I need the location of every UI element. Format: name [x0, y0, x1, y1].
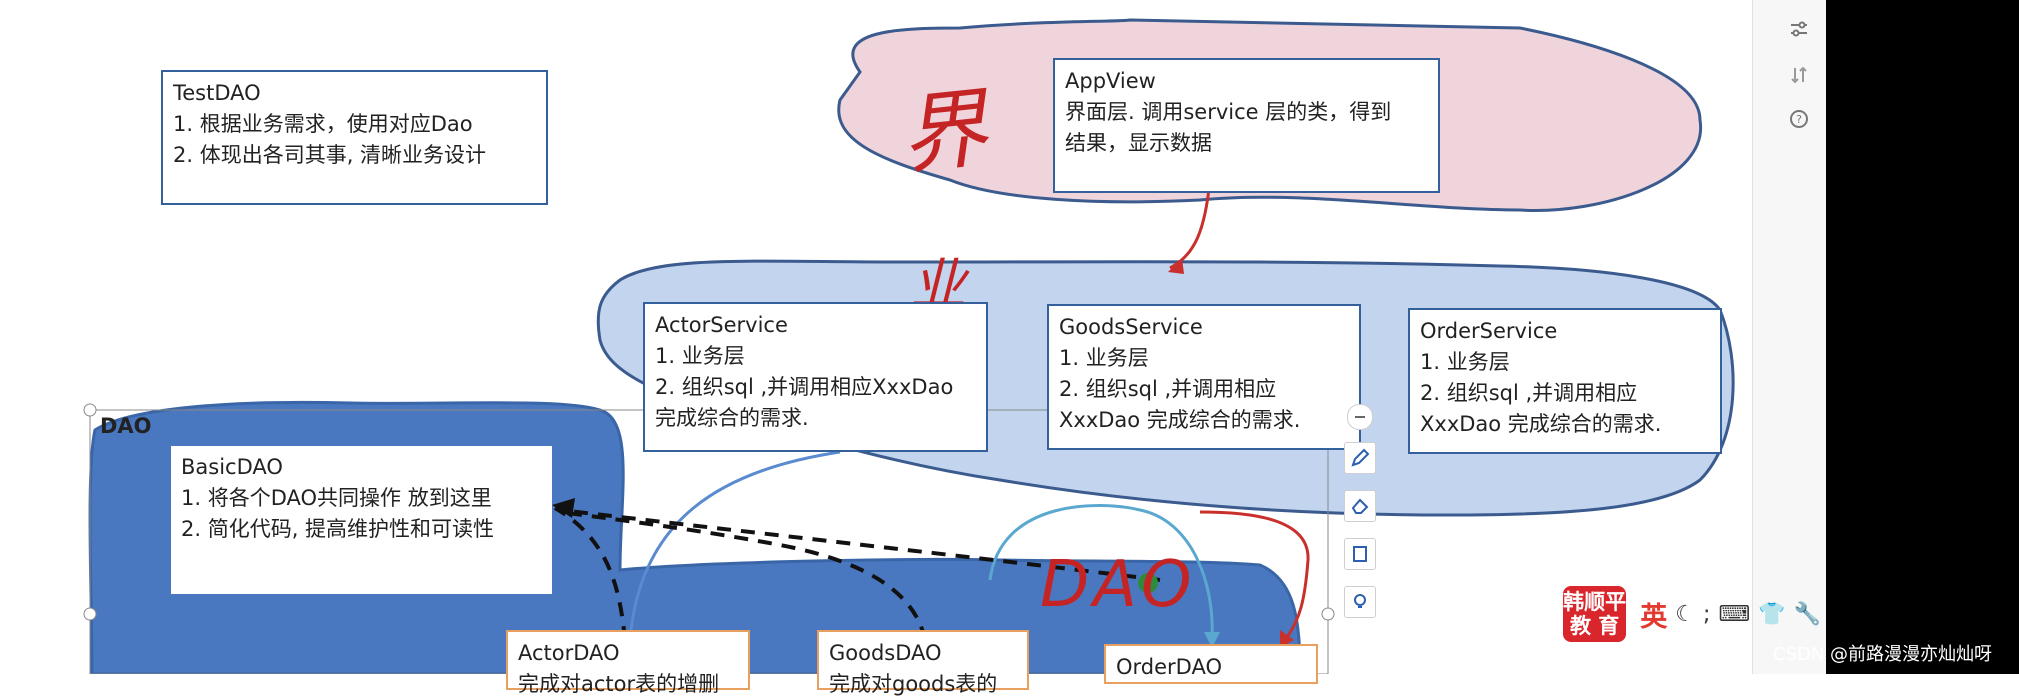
bulb-icon[interactable] [1344, 586, 1376, 618]
box-title: GoodsDAO [829, 641, 942, 665]
goodsdao-box: GoodsDAO 完成对goods表的 [817, 630, 1029, 696]
minus-icon[interactable] [1347, 404, 1373, 430]
actordao-inherit-arrow [553, 506, 627, 641]
testdao-box: TestDAO 1. 根据业务需求，使用对应Dao 2. 体现出各司其事, 清晰… [161, 70, 548, 205]
moon-icon[interactable]: ☾ [1675, 601, 1695, 627]
handwriting-dao: DAO [1040, 548, 1196, 622]
box-title: TestDAO [173, 81, 261, 105]
orderdao-box: OrderDAO [1104, 644, 1318, 684]
arrow-head [1168, 258, 1184, 274]
actorservice-box: ActorService 1. 业务层 2. 组织sql ,并调用相应XxxDa… [643, 302, 988, 452]
settings-sliders-icon[interactable] [1788, 18, 1810, 40]
frame-handle[interactable] [1321, 607, 1335, 621]
eraser-icon[interactable] [1344, 490, 1376, 522]
logo-line: 教 育 [1569, 614, 1620, 638]
actordao-box: ActorDAO 完成对actor表的增删 [506, 630, 750, 696]
shirt-icon[interactable]: 👕 [1758, 601, 1786, 627]
handwriting-view: 界 [895, 78, 992, 188]
side-panel [1752, 0, 1827, 674]
box-title: ActorDAO [518, 641, 620, 665]
pen-icon[interactable] [1344, 442, 1376, 474]
box-line: 2. 简化代码, 提高维护性和可读性 [181, 517, 495, 541]
frame-handle[interactable] [83, 607, 97, 621]
box-line: XxxDao 完成综合的需求. [1059, 408, 1301, 432]
frame-handle[interactable] [83, 403, 97, 417]
box-title: BasicDAO [181, 455, 283, 479]
goodsservice-box: GoodsService 1. 业务层 2. 组织sql ,并调用相应 XxxD… [1047, 304, 1361, 450]
diagram-canvas: 界 业 DAO TestDAO 1. 根据业务需求，使用对应Dao 2. 体现出… [83, 0, 2019, 696]
box-line: 1. 将各个DAO共同操作 放到这里 [181, 486, 492, 510]
appview-box: AppView 界面层. 调用service 层的类，得到 结果，显示数据 [1053, 58, 1440, 193]
ime-language-toggle[interactable]: 英 [1640, 601, 1668, 633]
punctuation-icon[interactable]: ; [1703, 601, 1711, 627]
box-title: AppView [1065, 69, 1156, 93]
arrow-head [552, 498, 575, 518]
box-line: 界面层. 调用service 层的类，得到 [1065, 100, 1392, 124]
ime-toolbar[interactable]: 韩顺平 教 育 英 ☾ ; ⌨ 👕 🔧 [1563, 586, 1821, 642]
box-line: 2. 体现出各司其事, 清晰业务设计 [173, 143, 487, 167]
orderdao-inherit-arrow [559, 508, 1161, 582]
dao-group-label: DAO [100, 414, 152, 438]
help-icon[interactable]: ? [1788, 108, 1810, 130]
orderservice-box: OrderService 1. 业务层 2. 组织sql ,并调用相应 XxxD… [1408, 308, 1722, 454]
box-line: 结果，显示数据 [1065, 131, 1212, 155]
box-line: 1. 根据业务需求，使用对应Dao [173, 112, 473, 136]
keyboard-icon[interactable]: ⌨ [1718, 601, 1751, 627]
logo-line: 韩顺平 [1563, 590, 1627, 614]
box-line: 1. 业务层 [1059, 346, 1149, 370]
box-title: OrderService [1420, 319, 1558, 343]
swap-icon[interactable] [1788, 64, 1810, 86]
box-line: XxxDao 完成综合的需求. [1420, 412, 1662, 436]
box-title: OrderDAO [1116, 655, 1223, 679]
arrow-head [1280, 630, 1294, 648]
goodsdao-inherit-arrow [559, 510, 927, 641]
box-line: 完成综合的需求. [655, 406, 809, 430]
box-line: 1. 业务层 [655, 344, 745, 368]
wrench-icon[interactable]: 🔧 [1793, 601, 1821, 627]
orderservice-to-orderdao-arrow [1199, 510, 1310, 641]
box-title: ActorService [655, 313, 788, 337]
box-line: 1. 业务层 [1420, 350, 1510, 374]
box-title: GoodsService [1059, 315, 1203, 339]
black-sidebar [1826, 0, 2019, 674]
pointer-dot [1138, 573, 1158, 593]
basicdao-box: BasicDAO 1. 将各个DAO共同操作 放到这里 2. 简化代码, 提高维… [171, 446, 552, 594]
logo: 韩顺平 教 育 [1563, 586, 1627, 642]
svg-text:?: ? [1796, 113, 1802, 126]
watermark: CSDN @前路漫漫亦灿灿呀 [1773, 644, 1993, 665]
arrow-head [1204, 632, 1220, 648]
box-line: 2. 组织sql ,并调用相应 [1420, 381, 1638, 405]
frame-icon[interactable] [1344, 538, 1376, 570]
actorservice-to-actordao-arrow [628, 450, 841, 641]
box-line: 2. 组织sql ,并调用相应XxxDao [655, 375, 954, 399]
box-line: 2. 组织sql ,并调用相应 [1059, 377, 1277, 401]
goodsservice-to-orderdao-arrow [988, 503, 1214, 641]
